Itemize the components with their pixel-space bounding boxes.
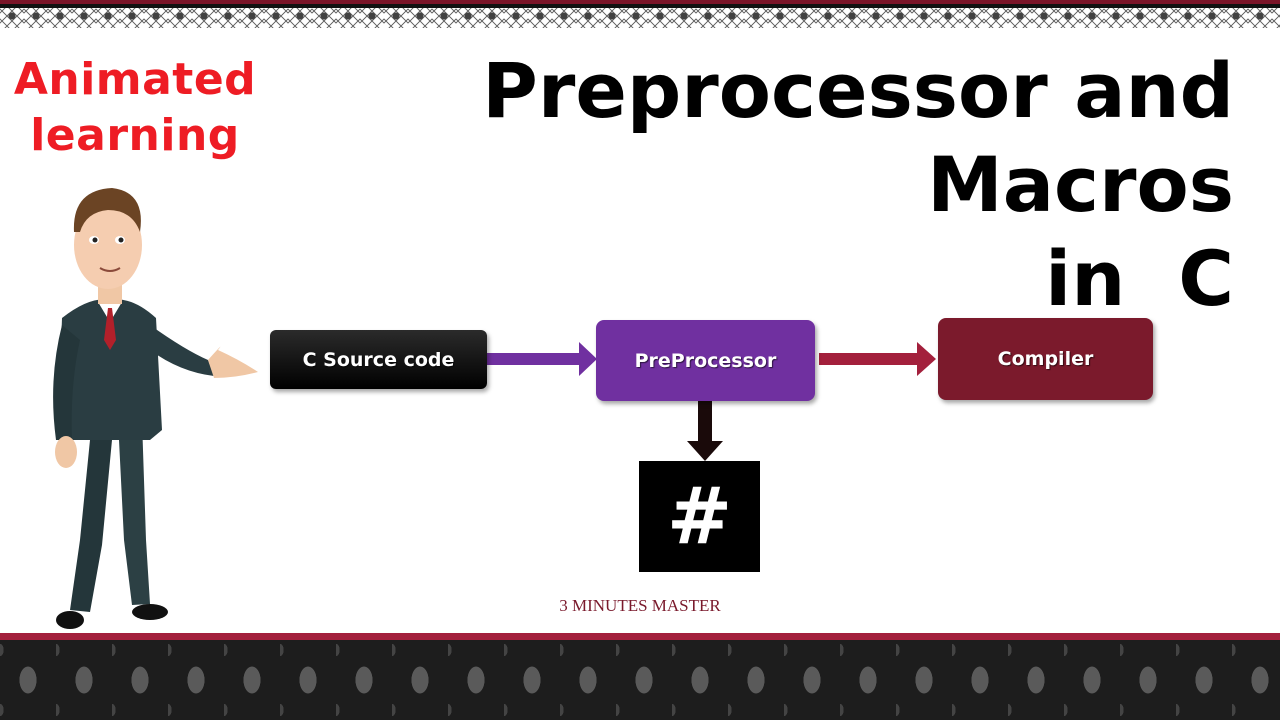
channel-watermark: 3 MINUTES MASTER xyxy=(559,596,721,615)
preprocessor-node: PreProcessor xyxy=(596,320,815,401)
top-decorative-border xyxy=(0,0,1280,44)
compiler-label: Compiler xyxy=(997,348,1094,370)
source-code-label: C Source code xyxy=(302,348,455,371)
preprocessor-label: PreProcessor xyxy=(634,349,777,372)
arrow-source-to-preprocessor xyxy=(487,342,597,376)
arrow-preprocessor-to-compiler xyxy=(819,342,936,376)
arrow-preprocessor-to-directive xyxy=(687,401,723,461)
title-line-1: Preprocessor and xyxy=(482,46,1234,135)
brand-line-2: learning xyxy=(30,110,240,161)
source-code-node: C Source code xyxy=(270,330,487,389)
bottom-decorative-border xyxy=(0,633,1280,720)
title-line-2: Macros xyxy=(927,140,1234,229)
brand-line-1: Animated xyxy=(13,54,257,105)
compiler-node: Compiler xyxy=(938,318,1153,400)
page-title: Preprocessor and Macros in C xyxy=(474,44,1234,326)
title-line-3: in C xyxy=(1045,234,1234,323)
hash-directive-node: # xyxy=(639,461,760,572)
hash-symbol: # xyxy=(666,471,733,562)
brand-logo-text: Animated learning xyxy=(10,52,260,164)
